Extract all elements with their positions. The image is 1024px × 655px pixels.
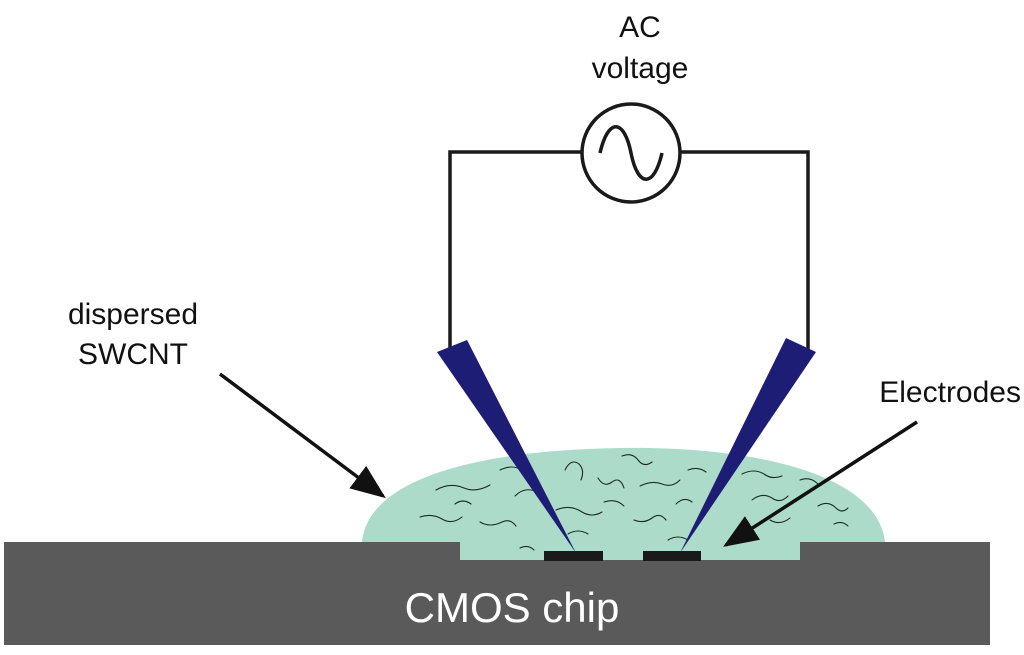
- nanotube-strands: [419, 454, 849, 551]
- ac-voltage-label-line1: AC: [619, 11, 661, 44]
- cmos-chip: [4, 542, 990, 645]
- wire-left: [448, 150, 582, 352]
- ac-voltage-label-line2: voltage: [592, 52, 689, 85]
- chip-label: CMOS chip: [405, 584, 620, 631]
- arrow-swcnt: [218, 372, 386, 499]
- electrode-left: [544, 551, 603, 561]
- electrodes-label: Electrodes: [879, 376, 1021, 409]
- arrow-electrodes: [723, 420, 918, 547]
- swcnt-label-line1: dispersed: [68, 298, 198, 331]
- swcnt-label-line2: SWCNT: [78, 338, 188, 371]
- wire-right: [681, 150, 810, 352]
- probe-tip-left: [437, 340, 576, 553]
- probe-tip-right: [680, 338, 816, 553]
- electrode-right: [643, 551, 701, 561]
- ac-voltage-source-icon: [580, 102, 682, 204]
